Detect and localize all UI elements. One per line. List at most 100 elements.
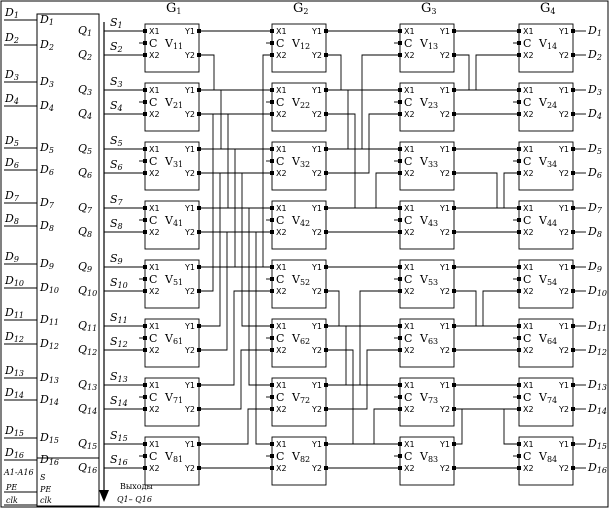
pin-x1-label: X1	[523, 204, 534, 213]
pin-y2-label: Y2	[558, 110, 569, 119]
pin-c-label: C	[149, 214, 157, 227]
output-label: D11	[587, 319, 607, 333]
pin-x2-label: X2	[149, 287, 160, 296]
register-input-label: D15	[4, 424, 24, 438]
pin-x2-label: X2	[404, 110, 415, 119]
output-label: D7	[587, 201, 603, 215]
output-pin	[197, 147, 201, 151]
clk-input-label: clk	[6, 496, 18, 505]
pin-y2-label: Y2	[311, 110, 322, 119]
switch-cell-box	[144, 200, 200, 250]
pin-c-label: C	[276, 214, 284, 227]
pin-x1-label: X1	[523, 322, 534, 331]
output-label: D15	[587, 437, 607, 451]
pin-x2-label: X2	[404, 405, 415, 414]
input-pin	[143, 348, 147, 352]
pin-x2-label: X2	[276, 464, 287, 473]
output-pin	[324, 53, 328, 57]
output-pin	[197, 324, 201, 328]
register-input-label: D10	[4, 274, 24, 288]
input-pin	[270, 147, 274, 151]
register-d-label: D5	[39, 141, 54, 155]
output-pin	[452, 265, 456, 269]
wire	[199, 231, 272, 445]
register-input-label: D5	[4, 134, 19, 148]
input-pin	[270, 100, 274, 104]
pin-c-label: C	[276, 96, 284, 109]
s-label: S6	[110, 158, 123, 172]
pin-c-label: C	[149, 391, 157, 404]
register-q-label: Q11	[78, 319, 97, 333]
output-pin	[324, 171, 328, 175]
pin-x1-label: X1	[276, 440, 287, 449]
pin-y1-label: Y1	[439, 263, 450, 272]
switch-cell-box	[399, 23, 455, 73]
input-pin	[143, 147, 147, 151]
pin-x1-label: X1	[404, 86, 415, 95]
output-pin	[452, 407, 456, 411]
input-pin	[143, 407, 147, 411]
wire	[326, 349, 400, 410]
output-pin	[571, 289, 575, 293]
input-pin	[143, 112, 147, 116]
input-pin	[398, 218, 402, 222]
input-pin	[143, 53, 147, 57]
input-pin	[143, 41, 147, 45]
switch-cell-box	[144, 377, 200, 427]
pin-x2-label: X2	[149, 228, 160, 237]
cell-name: V42	[291, 214, 310, 228]
input-pin	[143, 442, 147, 446]
switch-cell-box	[399, 259, 455, 309]
pin-x2-label: X2	[404, 287, 415, 296]
wire	[454, 54, 519, 91]
wire	[326, 290, 400, 327]
wire	[454, 408, 519, 445]
output-pin	[452, 348, 456, 352]
wire	[454, 408, 519, 445]
switch-cells: X1CX2Y1Y2V11X1CX2Y1Y2V21X1CX2Y1Y2V31X1CX…	[143, 23, 575, 486]
pin-c-label: C	[523, 96, 531, 109]
register-q-label: Q15	[78, 437, 97, 451]
output-pin	[571, 171, 575, 175]
output-pin	[571, 348, 575, 352]
pin-y1-label: Y1	[439, 86, 450, 95]
output-pin	[571, 206, 575, 210]
register-d-label: D7	[39, 196, 55, 210]
pin-x1-label: X1	[523, 381, 534, 390]
input-pin	[517, 230, 521, 234]
pin-y2-label: Y2	[439, 228, 450, 237]
output-pin	[452, 53, 456, 57]
register-q-label: Q8	[78, 225, 92, 239]
switch-cell-box	[271, 141, 327, 191]
wire	[454, 172, 519, 209]
register-q-label: Q12	[78, 343, 97, 357]
input-pin	[398, 407, 402, 411]
pin-y2-label: Y2	[184, 228, 195, 237]
output-label: D9	[587, 260, 602, 274]
pin-x1-label: X1	[276, 145, 287, 154]
output-pin	[197, 466, 201, 470]
switch-cell-box	[399, 318, 455, 368]
pin-y1-label: Y1	[558, 322, 569, 331]
pin-y2-label: Y2	[558, 51, 569, 60]
output-pin	[324, 407, 328, 411]
pin-x2-label: X2	[404, 169, 415, 178]
switch-cell-box	[399, 377, 455, 427]
output-pin	[324, 324, 328, 328]
output-label: D8	[587, 225, 602, 239]
register-q-label: Q7	[78, 201, 93, 215]
input-pin	[398, 171, 402, 175]
input-pin	[143, 218, 147, 222]
switch-cell-box	[271, 377, 327, 427]
pin-y1-label: Y1	[184, 86, 195, 95]
output-label: D5	[587, 142, 602, 156]
pin-y1-label: Y1	[558, 145, 569, 154]
wire	[326, 349, 400, 445]
